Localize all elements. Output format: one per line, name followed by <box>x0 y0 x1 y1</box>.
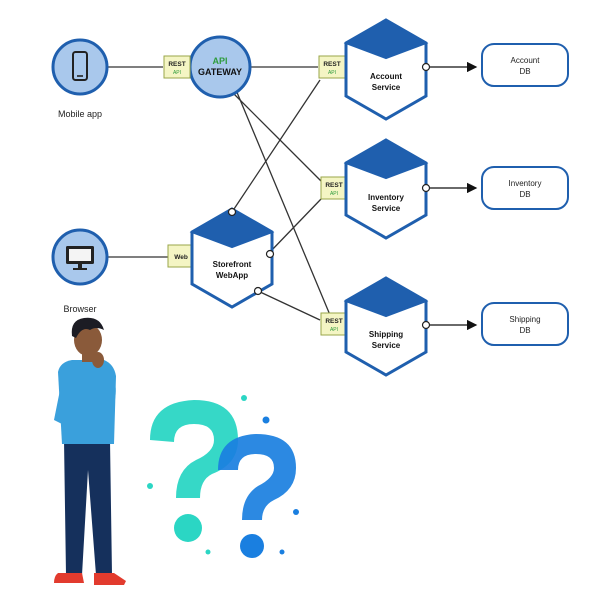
inventory-port <box>421 183 431 193</box>
account-service-node[interactable]: Account Service <box>343 18 431 121</box>
gateway-to-shipping-line <box>235 89 331 316</box>
inventory-service-line2: Service <box>372 204 401 213</box>
storefront-webapp-node[interactable]: Storefront WebApp <box>189 207 275 309</box>
gateway-rest-api-badge: REST API <box>163 55 191 79</box>
gateway-to-inventory-line <box>231 91 323 183</box>
db-arrows <box>430 61 478 331</box>
mobile-app-node[interactable]: Mobile app <box>51 38 109 119</box>
badge-rest-text: REST <box>325 318 342 325</box>
shipping-db-node[interactable]: Shipping DB <box>481 302 569 346</box>
account-rest-api-badge: REST API <box>318 55 346 79</box>
account-db-line1: Account <box>511 56 541 65</box>
inventory-db-line2: DB <box>519 190 530 199</box>
badge-api-text: API <box>330 327 338 333</box>
storefront-line2: WebApp <box>216 271 248 280</box>
shipping-db-line1: Shipping <box>509 315 540 324</box>
shipping-db-line2: DB <box>519 326 530 335</box>
storefront-right-port <box>265 249 275 259</box>
badge-api-text: API <box>328 70 336 76</box>
account-service-line1: Account <box>370 72 402 81</box>
account-service-line2: Service <box>372 83 401 92</box>
api-gateway-node[interactable]: API GATEWAY <box>188 35 252 99</box>
badge-rest-text: REST <box>325 182 342 189</box>
connectors <box>106 66 331 321</box>
smartphone-icon <box>72 51 88 81</box>
api-gateway-line2: GATEWAY <box>198 67 242 77</box>
badge-rest-text: REST <box>168 61 185 68</box>
mobile-app-label: Mobile app <box>58 109 102 119</box>
inventory-db-line1: Inventory <box>509 179 542 188</box>
browser-label: Browser <box>63 304 96 314</box>
browser-node[interactable]: Browser <box>51 228 109 314</box>
badge-web-text: Web <box>174 254 188 261</box>
storefront-top-port <box>227 207 237 217</box>
shipping-service-line2: Service <box>372 341 401 350</box>
storefront-bottom-port <box>253 286 263 296</box>
question-marks-illustration <box>147 395 299 558</box>
storefront-web-badge: Web <box>167 244 195 268</box>
badge-rest-text: REST <box>323 61 340 68</box>
badge-api-text: API <box>173 70 181 76</box>
shipping-service-line1: Shipping <box>369 330 403 339</box>
api-gateway-line1: API <box>212 56 227 66</box>
storefront-line1: Storefront <box>213 260 252 269</box>
storefront-to-inventory-line <box>269 197 323 253</box>
inventory-service-node[interactable]: Inventory Service <box>343 138 431 240</box>
shipping-rest-api-badge: REST API <box>320 312 348 336</box>
storefront-to-shipping-line <box>257 290 321 321</box>
thinking-person-illustration <box>54 317 126 585</box>
shipping-port <box>421 320 431 330</box>
monitor-icon <box>66 246 94 270</box>
storefront-to-account-line <box>231 79 321 213</box>
shipping-service-node[interactable]: Shipping Service <box>343 276 431 377</box>
account-db-line2: DB <box>519 67 530 76</box>
inventory-rest-api-badge: REST API <box>320 176 348 200</box>
account-port <box>421 62 431 72</box>
inventory-service-line1: Inventory <box>368 193 405 202</box>
badge-api-text: API <box>330 191 338 197</box>
inventory-db-node[interactable]: Inventory DB <box>481 166 569 210</box>
account-db-node[interactable]: Account DB <box>481 43 569 87</box>
